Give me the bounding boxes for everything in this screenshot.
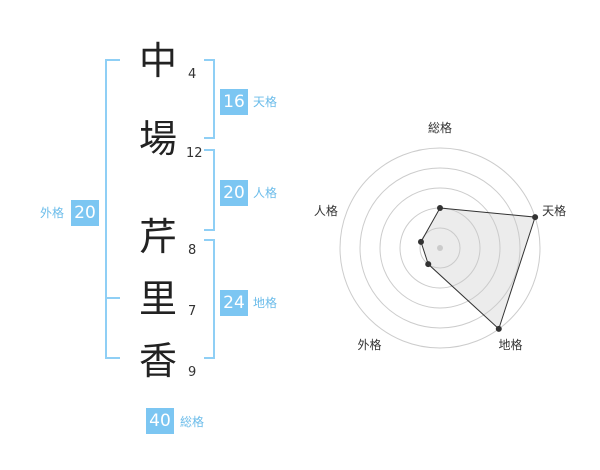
radar-polygon	[420, 207, 536, 330]
jinkaku-label: 人格	[253, 186, 278, 200]
chikaku-label: 地格	[253, 296, 278, 310]
radar-point-3	[495, 325, 502, 332]
gaikaku-label: 外格	[40, 206, 65, 220]
chikaku-value-badge: 24	[220, 290, 248, 316]
radar-axis-label-4: 外格	[357, 337, 381, 352]
name-char-5: 香	[138, 339, 177, 383]
radar-ring	[339, 147, 541, 349]
soukaku-value-badge: 40	[146, 408, 174, 434]
jinkaku-bracket	[204, 149, 215, 231]
radar-axis-label-3: 地格	[499, 337, 523, 352]
radar-ring	[379, 187, 501, 309]
name-char-3: 芹	[138, 215, 177, 259]
stroke-count-1: 4	[188, 67, 197, 82]
name-char-1: 中	[138, 39, 177, 83]
tenkaku-label: 天格	[253, 95, 278, 109]
radar-axis-label-2: 天格	[542, 203, 566, 218]
stroke-count-3: 8	[188, 243, 197, 258]
radar-ring	[419, 227, 461, 269]
radar-axis-label-1: 総格	[428, 120, 452, 135]
name-char-2: 場	[138, 117, 177, 161]
stroke-count-4: 7	[188, 304, 197, 319]
gaikaku-value-badge: 20	[71, 200, 99, 226]
name-char-4: 里	[138, 277, 177, 321]
stroke-count-2: 12	[186, 146, 203, 161]
radar-point-1	[437, 205, 443, 211]
radar-axis-label-5: 人格	[314, 203, 338, 218]
stroke-count-5: 9	[188, 365, 197, 380]
radar-point-4	[425, 261, 432, 268]
radar-ring	[359, 167, 521, 329]
radar-point-2	[532, 214, 539, 221]
jinkaku-value-badge: 20	[220, 180, 248, 206]
gaikaku-bracket	[105, 59, 120, 359]
tenkaku-value-badge: 16	[220, 89, 248, 115]
chikaku-bracket	[204, 239, 215, 359]
tenkaku-bracket	[204, 59, 215, 139]
soukaku-label: 総格	[180, 415, 205, 429]
radar-point-5	[417, 238, 424, 245]
radar-center-dot	[437, 245, 443, 251]
